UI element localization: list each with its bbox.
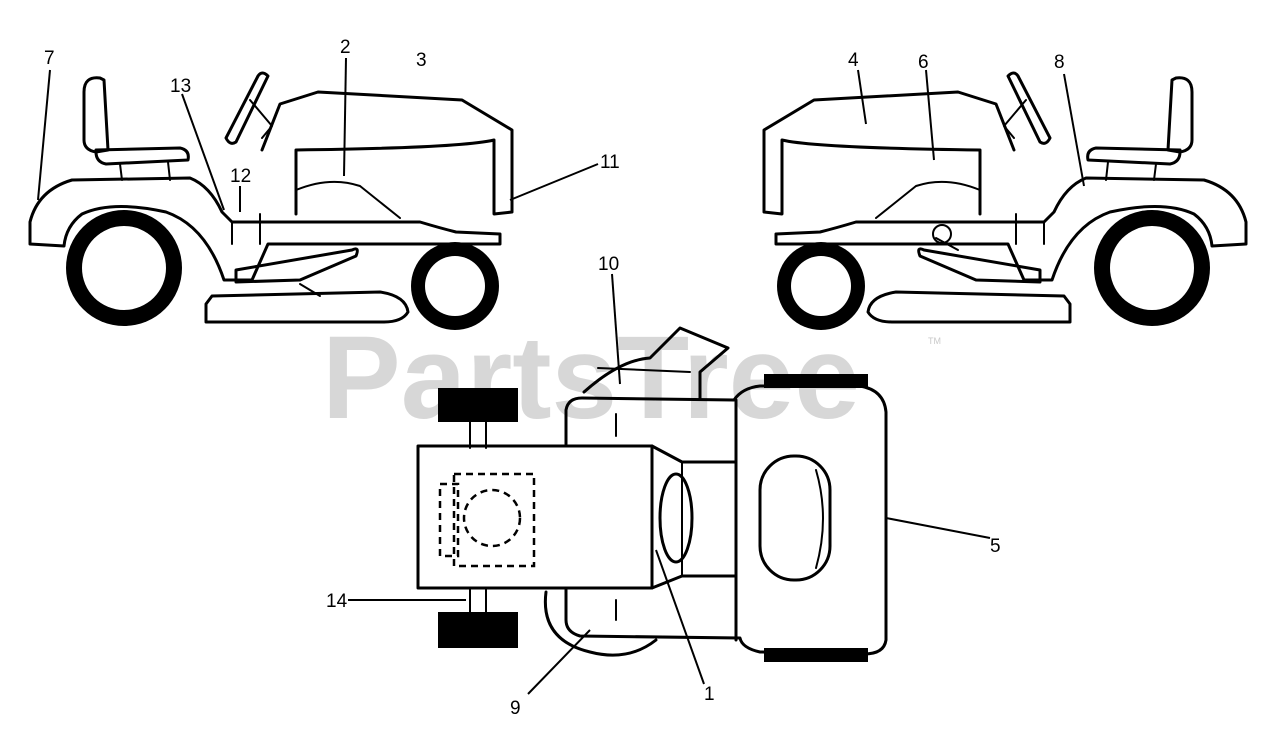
callout-13: 13 bbox=[170, 76, 191, 97]
callout-labels: 2 3 4 6 7 8 13 12 11 10 5 14 9 1 bbox=[44, 37, 1065, 719]
tractor-right-view bbox=[762, 71, 1248, 330]
callout-9: 9 bbox=[510, 698, 521, 719]
callout-14: 14 bbox=[326, 591, 348, 612]
callout-7: 7 bbox=[44, 48, 55, 69]
callout-10: 10 bbox=[598, 254, 619, 275]
callout-11: 11 bbox=[600, 152, 620, 173]
callout-12: 12 bbox=[230, 166, 251, 187]
callout-4: 4 bbox=[848, 50, 859, 71]
leader-lines bbox=[37, 57, 1085, 695]
callout-8: 8 bbox=[1054, 52, 1065, 73]
tractor-left-view bbox=[28, 71, 514, 330]
callout-1: 1 bbox=[704, 684, 715, 705]
tractor-top-view bbox=[416, 326, 888, 662]
callout-3: 3 bbox=[416, 50, 427, 71]
callout-6: 6 bbox=[918, 52, 929, 73]
watermark-trademark: TM bbox=[928, 336, 941, 346]
callout-5: 5 bbox=[990, 536, 1001, 557]
callout-2: 2 bbox=[340, 37, 351, 58]
